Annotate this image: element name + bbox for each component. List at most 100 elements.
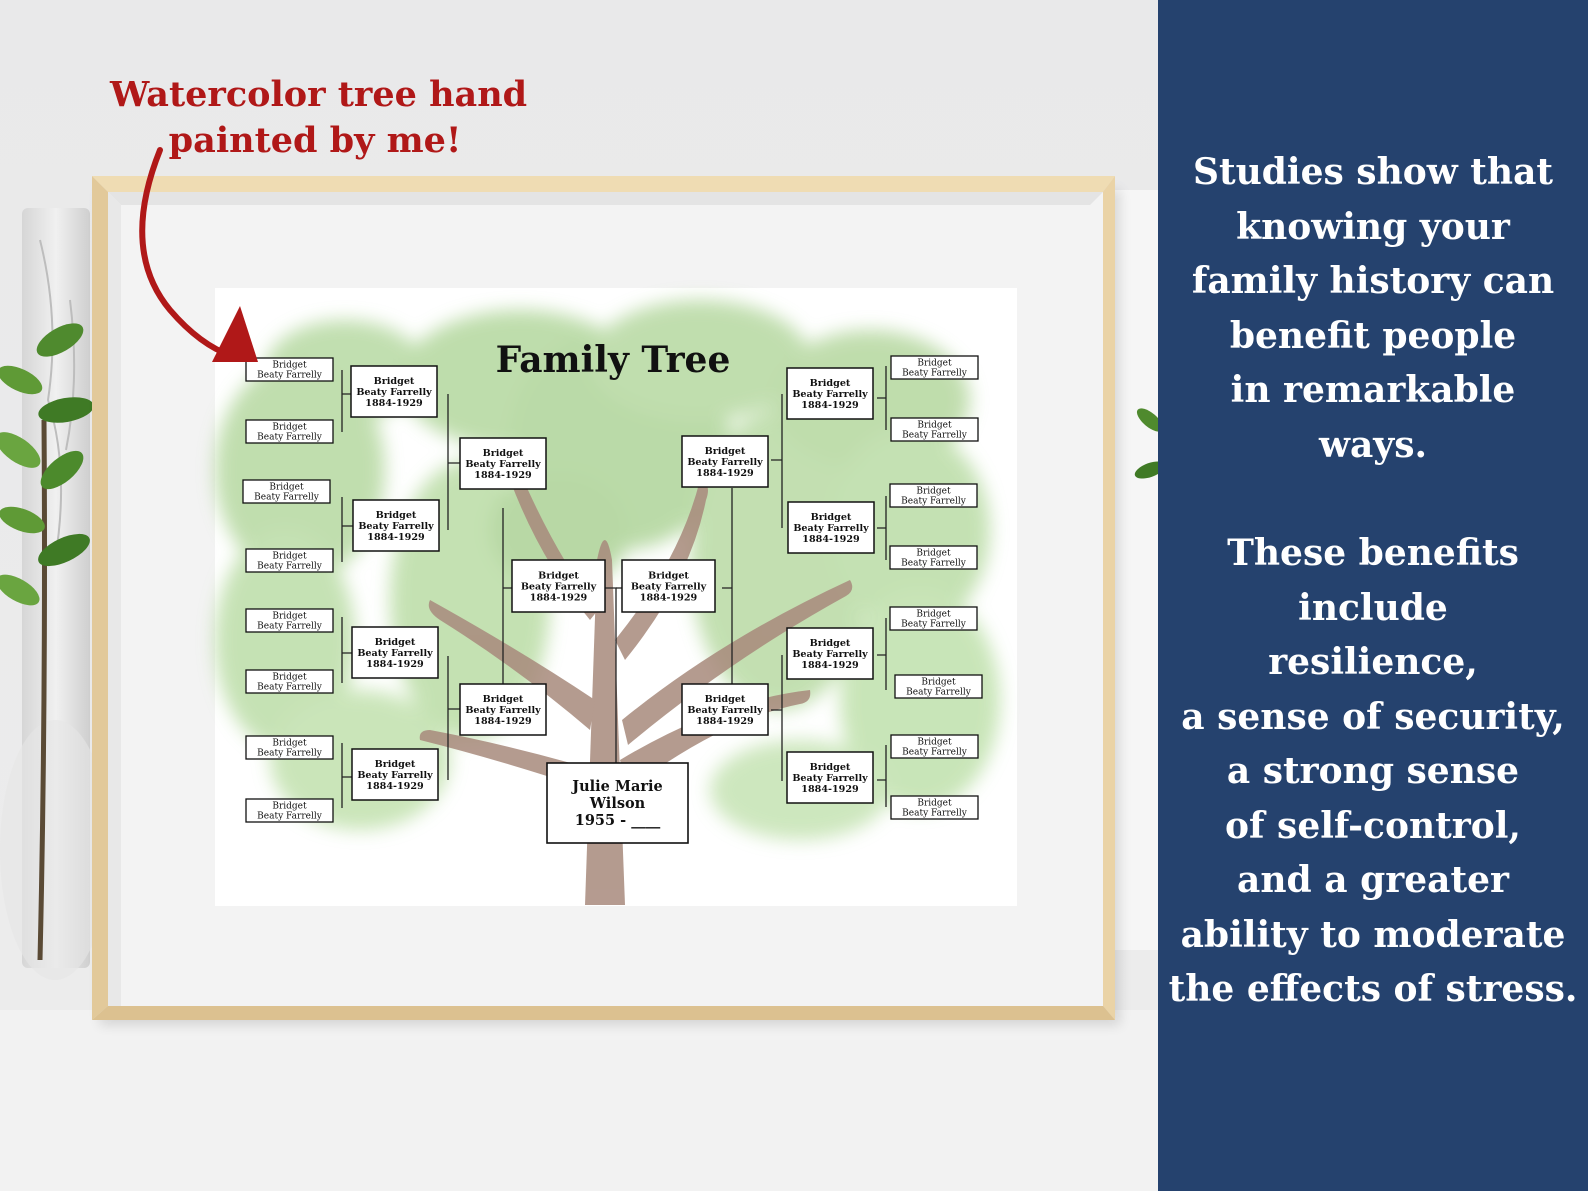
person-box-gggp-left-4-line: Beaty Farrelly [257,562,323,572]
person-box-gggp-left-4-line: Bridget [272,552,307,562]
person-box-parent-left-line: 1884-1929 [530,592,588,603]
person-box-gggp-right-1-line: Bridget [917,359,952,369]
person-box-gggp-left-1-line: Bridget [272,361,307,371]
person-box-ggp-right-1-line: Bridget [810,378,851,389]
person-box-center-border [546,762,689,844]
person-box-gggp-right-6-border [894,674,983,699]
panel-p2-line-8: ability to moderate [1180,913,1566,956]
person-box-ggp-right-4-line: 1884-1929 [801,784,859,795]
person-box-ggp-left-3-border [351,626,439,679]
person-box-ggp-right-3-border [786,627,874,680]
panel-p1-line-3: family history can [1191,260,1555,302]
person-box-gggp-left-3-line: Beaty Farrelly [254,493,320,503]
person-box-gggp-left-3-line: Bridget [269,483,304,493]
person-box-grandparent-2-border [459,683,547,736]
person-box-gggp-right-4-border [889,545,978,570]
person-box-gggp-left-8-line: Bridget [272,802,307,812]
person-box-gggp-left-5-border [245,608,334,633]
person-box-gggp-left-4-border [245,548,334,573]
person-box-gggp-right-7-line: Bridget [917,738,952,748]
plant-left [0,323,94,961]
person-box-gggp-left-7-border [245,735,334,760]
person-box-parent-right-line: 1884-1929 [640,592,698,603]
panel-p1-line-4: benefit people [1229,314,1517,357]
panel-p2-line-4: a sense of security, [1181,695,1565,738]
person-box-ggp-left-4-line: 1884-1929 [366,781,424,792]
person-box-gggp-left-5-line: Beaty Farrelly [257,622,323,632]
person-box-grandparent-1-line: 1884-1929 [474,470,532,481]
person-box-grandparent-2-line: 1884-1929 [474,716,532,727]
person-box-ggp-right-2-line: Bridget [811,512,852,523]
person-box-parent-right-border [621,559,716,613]
person-box-ggp-left-2-line: Bridget [376,510,417,521]
person-box-gggp-left-8-border [245,798,334,823]
panel-p2-line-3: resilience, [1268,641,1478,683]
person-box-gggp-right-6-line: Beaty Farrelly [906,688,972,698]
person-box-ggp-right-2-line: 1884-1929 [802,534,860,545]
person-box-ggp-left-3-line: 1884-1929 [366,659,424,670]
person-box-gggp-left-7-line: Bridget [272,739,307,749]
person-box-ggp-right-1-border [786,367,874,420]
person-box-gggp-right-4-line: Beaty Farrelly [901,559,967,569]
person-box-ggp-right-3-line: Bridget [810,638,851,649]
panel-p1-line-2: knowing your [1236,205,1510,248]
panel-p1-line-1: Studies show that [1192,151,1554,193]
person-box-gggp-left-7-line: Beaty Farrelly [257,749,323,759]
person-box-grandparent-3-line: 1884-1929 [696,468,754,479]
person-box-ggp-right-4-line: Bridget [810,762,851,773]
person-box-parent-right-line: Beaty Farrelly [631,581,707,592]
person-box-gggp-right-7-line: Beaty Farrelly [902,748,968,758]
person-box-gggp-left-1-line: Beaty Farrelly [257,371,323,381]
panel-p2-line-1: These benefits [1227,532,1519,574]
person-box-grandparent-3-border [681,435,769,488]
person-box-ggp-right-1-line: Beaty Farrelly [792,389,868,400]
panel-p2-line-6: of self-control, [1225,804,1521,847]
person-box-gggp-right-5-line: Bridget [916,610,951,620]
person-box-ggp-right-2-border [787,501,875,554]
callout-arrowhead [212,306,258,362]
person-box-gggp-right-6-line: Bridget [921,678,956,688]
person-box-center-line: 1955 - ____ [575,812,661,829]
person-box-ggp-left-4-line: Beaty Farrelly [357,770,433,781]
callout-arrow [139,147,235,359]
person-box-grandparent-4-line: Bridget [705,694,746,705]
person-box-center-line: Wilson [589,795,646,812]
person-box-grandparent-4-line: 1884-1929 [696,716,754,727]
person-box-gggp-right-1-border [890,355,979,380]
info-panel-text: Studies show that knowing your family hi… [1158,145,1588,1017]
person-box-ggp-left-4-border [351,748,439,801]
callout-text: Watercolor tree hand painted by me! [110,72,528,164]
person-box-gggp-right-3-border [889,483,978,508]
person-box-gggp-right-3-line: Bridget [916,487,951,497]
person-box-grandparent-1-line: Beaty Farrelly [465,459,541,470]
person-box-parent-left-border [511,559,606,613]
person-box-gggp-right-5-border [889,606,978,631]
callout-line-1: Watercolor tree hand [110,74,528,115]
person-box-gggp-left-8-line: Beaty Farrelly [257,812,323,822]
person-box-ggp-right-3-line: 1884-1929 [801,660,859,671]
person-box-ggp-right-3-line: Beaty Farrelly [792,649,868,660]
panel-p2-line-2: include [1298,586,1448,629]
person-box-gggp-right-5-line: Beaty Farrelly [901,620,967,630]
person-box-gggp-left-6-line: Bridget [272,673,307,683]
person-box-gggp-left-6-line: Beaty Farrelly [257,683,323,693]
